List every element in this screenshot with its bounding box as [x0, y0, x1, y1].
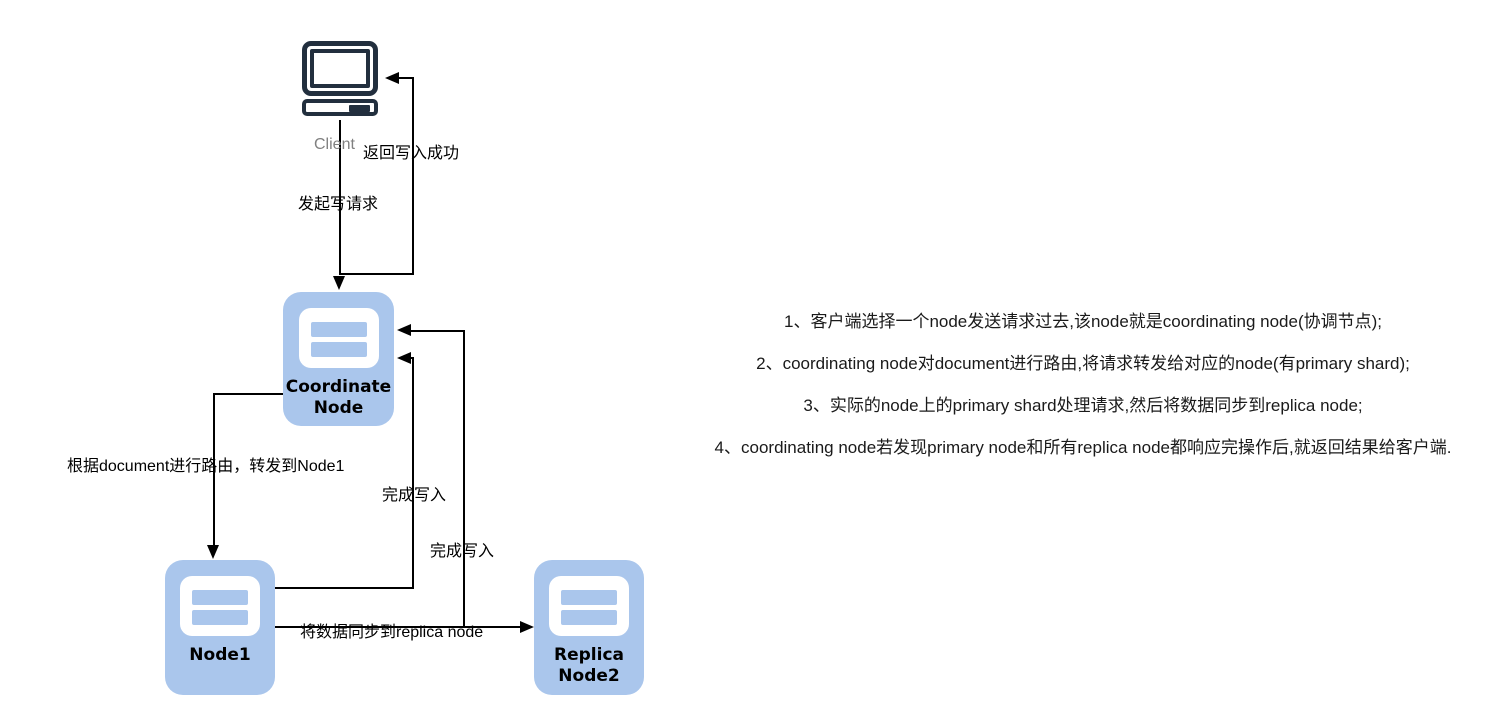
coordinate-node: Coordinate Node: [283, 292, 394, 426]
coordinate-node-label-line1: Coordinate: [285, 377, 392, 397]
return-success-arrowhead-icon: [385, 72, 399, 84]
write-done1-line-top: [411, 357, 414, 359]
return-success-label: 返回写入成功: [363, 145, 460, 162]
note-line-3: 3、实际的node上的primary shard处理请求,然后将数据同步到rep…: [803, 396, 1363, 415]
notes-block: 1、客户端选择一个node发送请求过去,该node就是coordinating …: [677, 312, 1489, 480]
server-icon: [549, 576, 629, 636]
sync-replica-line: [275, 626, 521, 628]
server-bar-icon: [192, 590, 248, 605]
replica-node2-label-line2: Node2: [558, 666, 620, 686]
write-done1-arrowhead-icon: [397, 352, 411, 364]
route-label: 根据document进行路由，转发到Node1: [67, 458, 345, 475]
client-label: Client: [314, 136, 355, 153]
replica-node2-label: Replica Node2: [534, 645, 644, 687]
sync-replica-arrowhead-icon: [520, 621, 534, 633]
server-icon: [180, 576, 260, 636]
server-bar-icon: [192, 610, 248, 625]
sync-replica-label: 将数据同步到replica node: [300, 624, 484, 641]
note-line-4: 4、coordinating node若发现primary node和所有rep…: [714, 438, 1452, 457]
write-done1-line-vertical: [412, 357, 414, 589]
send-request-arrowhead-icon: [333, 276, 345, 290]
monitor-screen-icon: [310, 49, 370, 88]
replica-node2-label-line1: Replica: [554, 645, 624, 665]
node1-label-line1: Node1: [189, 645, 251, 665]
computer-base-icon: [302, 99, 378, 116]
write-done2-line-top: [411, 330, 465, 332]
route-line-vertical: [213, 393, 215, 546]
server-bar-icon: [561, 610, 617, 625]
return-success-line-vertical: [412, 78, 414, 275]
write-done2-label: 完成写入: [430, 543, 495, 560]
coordinate-node-label: Coordinate Node: [283, 377, 394, 419]
node1-label: Node1: [165, 645, 275, 666]
server-icon: [298, 308, 379, 368]
computer-base-bar-icon: [349, 105, 370, 112]
monitor-icon: [302, 41, 378, 96]
send-request-label: 发起写请求: [298, 196, 379, 213]
write-done2-line-vertical: [463, 330, 465, 628]
send-request-line: [339, 120, 341, 275]
note-line-1: 1、客户端选择一个node发送请求过去,该node就是coordinating …: [783, 312, 1383, 331]
return-success-line-top: [399, 77, 414, 79]
coordinate-node-label-line2: Node: [313, 398, 364, 418]
server-bar-icon: [561, 590, 617, 605]
server-bar-icon: [310, 322, 367, 337]
note-line-2: 2、coordinating node对document进行路由,将请求转发给对…: [756, 354, 1410, 373]
write-done1-line-bottom: [275, 587, 414, 589]
route-arrowhead-icon: [207, 545, 219, 559]
return-success-line-bottom: [339, 273, 414, 275]
write-done1-label: 完成写入: [382, 487, 447, 504]
write-done2-arrowhead-icon: [397, 324, 411, 336]
route-line-horizontal: [214, 393, 284, 395]
replica-node2: Replica Node2: [534, 560, 644, 695]
node1: Node1: [165, 560, 275, 695]
server-bar-icon: [310, 342, 367, 357]
